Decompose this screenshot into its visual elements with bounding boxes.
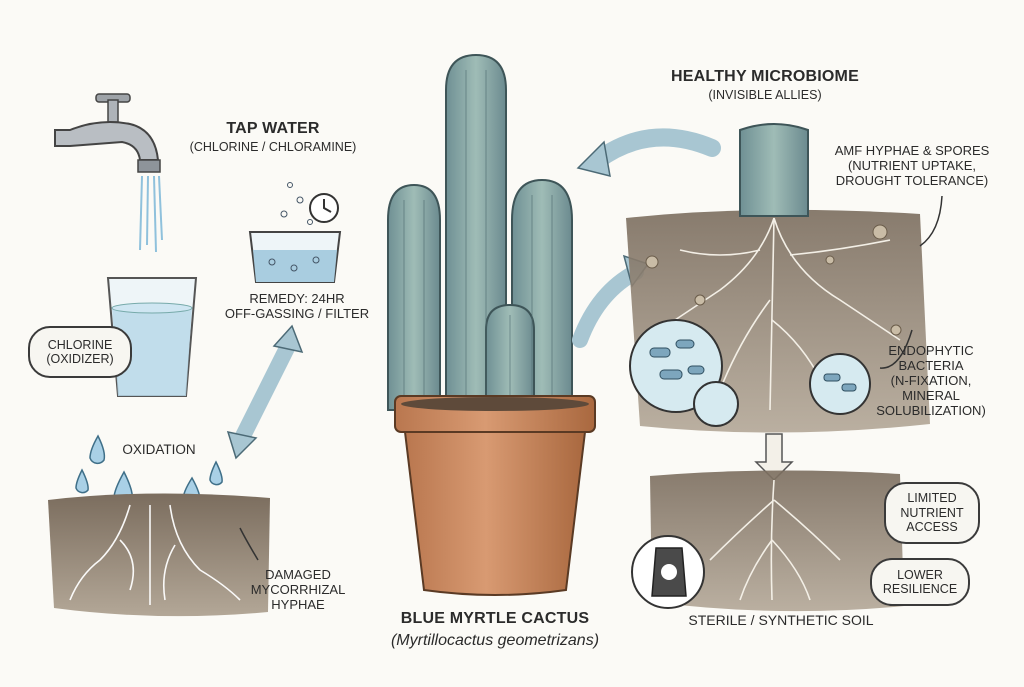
endophytic-line4: MINERAL <box>902 387 960 403</box>
cactus-scientific-name: (Myrtillocactus geometrizans) <box>390 632 600 649</box>
amf-line1: AMF HYPHAE & SPORES <box>834 143 990 158</box>
water-glass-icon <box>106 277 198 397</box>
amf-label: AMF HYPHAE & SPORES (NUTRIENT UPTAKE, DR… <box>822 143 1002 189</box>
chlorine-line2: (OXIDIZER) <box>46 352 114 366</box>
limited-line2: NUTRIENT <box>900 505 964 520</box>
damaged-line3: HYPHAE <box>271 596 325 612</box>
beaker-icon <box>248 182 342 283</box>
endophytic-line2: BACTERIA <box>898 357 964 373</box>
damaged-soil <box>48 493 270 617</box>
tap-water-title: TAP WATER <box>226 120 320 137</box>
soil-bag-icon <box>631 535 705 609</box>
limited-nutrient-bubble: LIMITED NUTRIENT ACCESS <box>884 482 980 544</box>
sterile-soil <box>650 470 904 612</box>
damaged-line1: DAMAGED <box>265 567 331 582</box>
endophytic-line5: SOLUBILIZATION) <box>876 402 986 418</box>
healthy-microbiome-subtitle: (INVISIBLE ALLIES) <box>708 88 822 103</box>
pointer-line <box>919 195 943 247</box>
tap-water-subtitle: (CHLORINE / CHLORAMINE) <box>189 140 357 155</box>
damaged-hyphae-label: DAMAGED MYCORRHIZAL HYPHAE <box>246 567 350 613</box>
pointer-line <box>239 527 259 561</box>
pointer-line <box>879 329 913 369</box>
sterile-soil-label: STERILE / SYNTHETIC SOIL <box>688 612 874 628</box>
limited-line1: LIMITED <box>907 491 957 506</box>
amf-line3: DROUGHT TOLERANCE) <box>835 172 989 188</box>
remedy-line2: OFF-GASSING / FILTER <box>224 305 370 321</box>
faucet-icon <box>54 93 161 173</box>
double-arrow-icon <box>226 324 304 460</box>
chlorine-line1: CHLORINE <box>47 337 113 352</box>
healthy-microbiome-title: HEALTHY MICROBIOME <box>671 68 859 85</box>
curved-arrow-to-cactus <box>576 128 721 178</box>
endophytic-line3: (N-FIXATION, <box>890 372 972 388</box>
terracotta-pot <box>394 395 596 596</box>
lower-line1: LOWER <box>897 567 943 582</box>
lower-resilience-bubble: LOWER RESILIENCE <box>870 558 970 606</box>
bacteria-magnifier-right <box>809 353 871 415</box>
lower-line2: RESILIENCE <box>882 582 958 596</box>
chlorine-oxidizer-bubble: CHLORINE (OXIDIZER) <box>28 326 132 378</box>
healthy-microbiome-label: HEALTHY MICROBIOME (INVISIBLE ALLIES) <box>630 68 900 103</box>
tap-water-label: TAP WATER (CHLORINE / CHLORAMINE) <box>158 120 388 155</box>
clock-icon <box>309 193 339 223</box>
bacteria-magnifier-left <box>629 319 739 427</box>
damaged-line2: MYCORRHIZAL <box>250 581 346 597</box>
amf-line2: (NUTRIENT UPTAKE, <box>847 157 977 173</box>
endophytic-line1: ENDOPHYTIC <box>888 343 974 358</box>
endophytic-bacteria-label: ENDOPHYTIC BACTERIA (N-FIXATION, MINERAL… <box>866 343 996 419</box>
water-stream <box>139 175 163 253</box>
limited-line3: ACCESS <box>906 520 958 535</box>
remedy-line1: REMEDY: 24HR <box>249 291 345 306</box>
cactus-illustration <box>387 53 573 413</box>
cactus-name: BLUE MYRTLE CACTUS <box>400 610 590 627</box>
remedy-label: REMEDY: 24HR OFF-GASSING / FILTER <box>222 291 372 322</box>
oxidation-label: OXIDATION <box>122 442 196 457</box>
